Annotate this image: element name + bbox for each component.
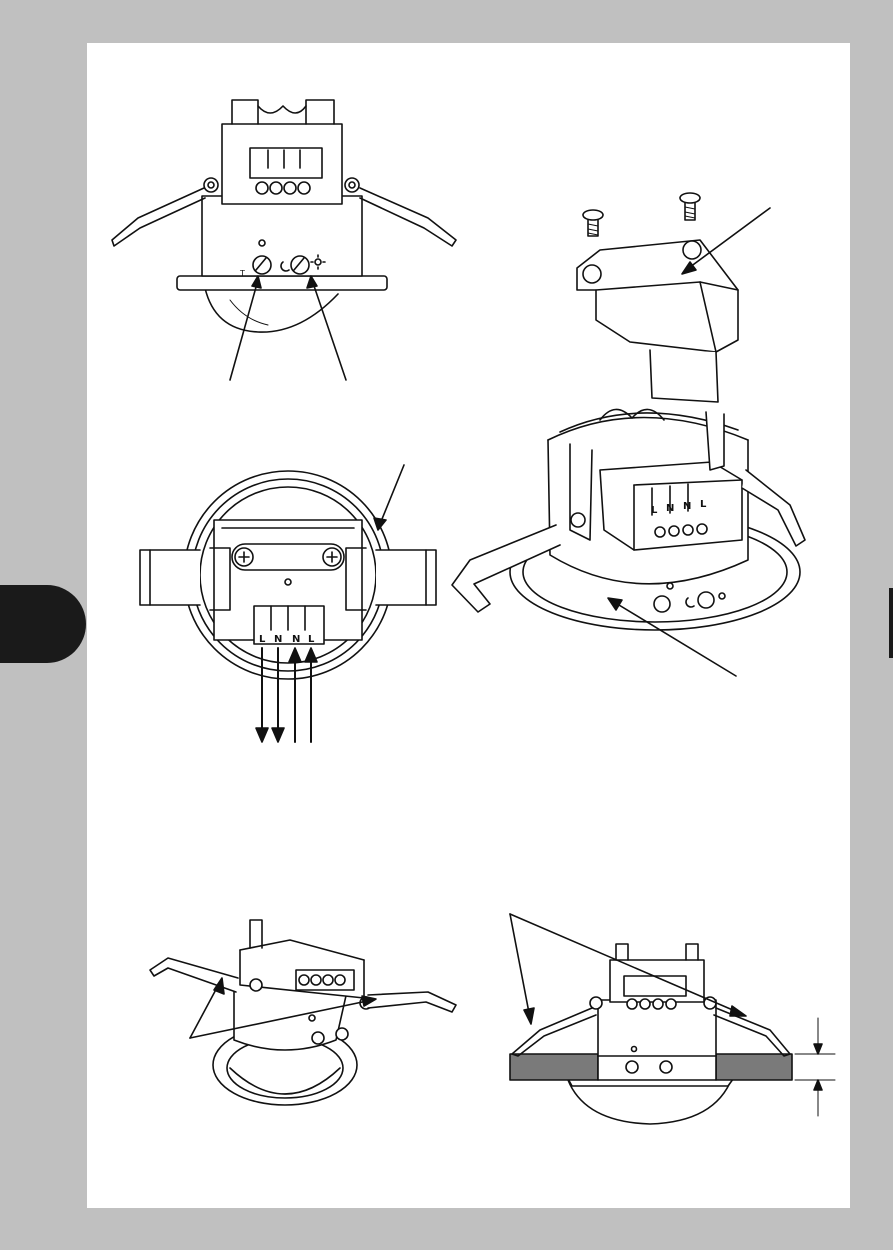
- terminal-label-l1: L: [259, 634, 266, 645]
- svg-text:T: T: [239, 269, 245, 278]
- lux-dial-icon[interactable]: [698, 592, 714, 608]
- cover-assembly: [577, 193, 770, 402]
- terminal-label-n2: N: [292, 634, 300, 645]
- ceiling-board-right: [716, 1054, 792, 1080]
- time-dial-icon[interactable]: [654, 596, 670, 612]
- angled-terminal-l1: L: [651, 505, 658, 516]
- ceiling-board-left: [510, 1054, 598, 1080]
- terminal-label-l2: L: [308, 634, 315, 645]
- sensor-side-view: T: [112, 100, 456, 380]
- angled-terminal-l2: L: [700, 499, 707, 510]
- sensor-spring-view: [150, 920, 456, 1105]
- lux-dial-icon[interactable]: [291, 256, 309, 274]
- ceiling-mount-view: [510, 914, 835, 1124]
- angled-terminal-n2: N: [683, 501, 691, 512]
- sensor-top-view: L N N L: [140, 465, 436, 742]
- angled-terminal-n1: N: [666, 503, 674, 514]
- terminal-label-n1: N: [274, 634, 282, 645]
- sensor-angled-view: L N N L: [452, 409, 805, 676]
- screw-left: [583, 210, 603, 236]
- screw-right: [680, 193, 700, 220]
